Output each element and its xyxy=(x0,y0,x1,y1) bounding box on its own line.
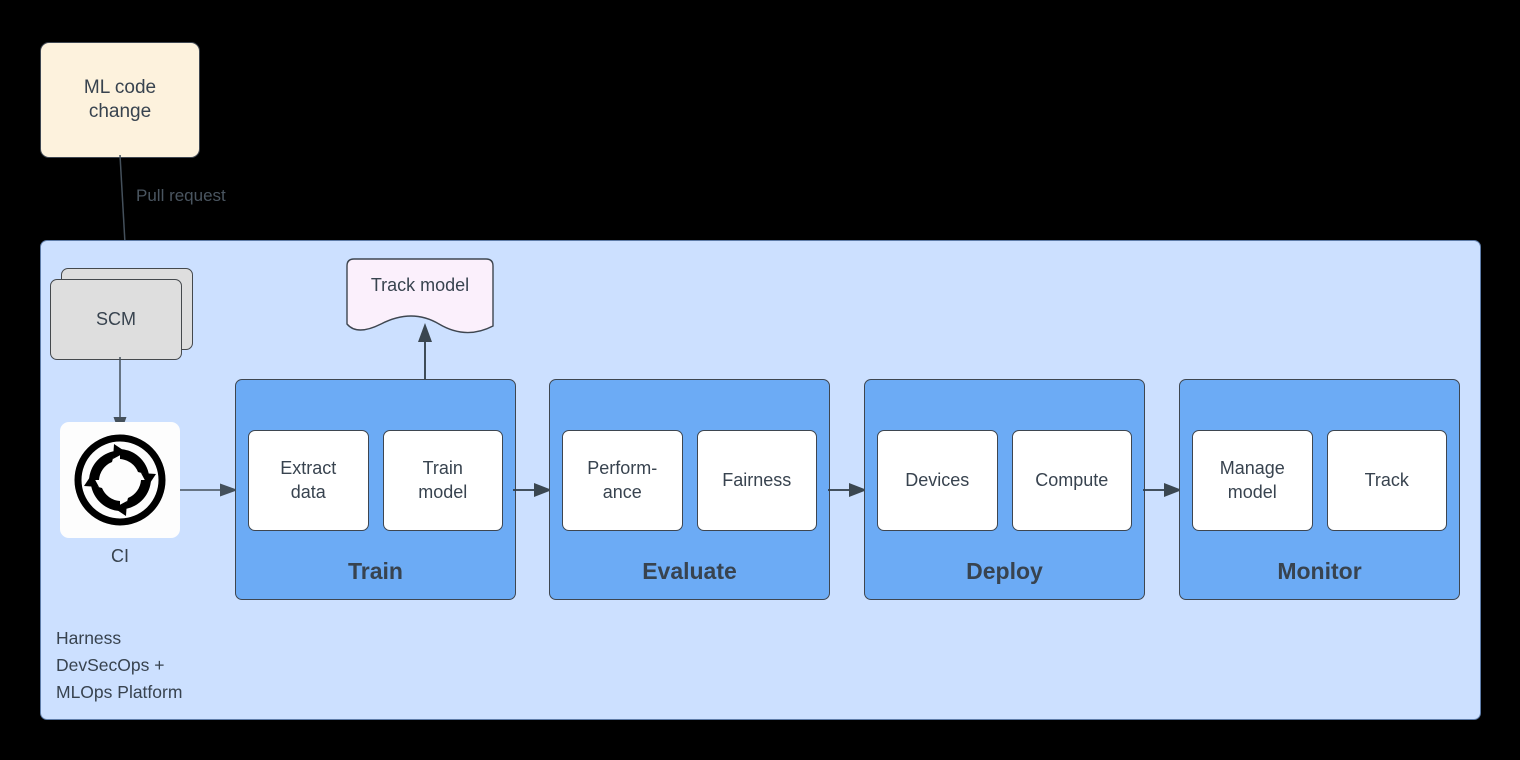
step-devices-label: Devices xyxy=(905,469,970,490)
stage-monitor[interactable]: Manage model Track Monitor xyxy=(1179,379,1460,600)
node-scm[interactable]: SCM xyxy=(50,268,193,360)
node-ci[interactable] xyxy=(60,422,180,538)
step-compute[interactable]: Compute xyxy=(1011,430,1132,531)
step-fairness[interactable]: Fairness xyxy=(696,430,817,531)
step-devices[interactable]: Devices xyxy=(877,430,998,531)
stage-train-steps: Extract data Train model xyxy=(248,430,503,531)
node-scm-label: SCM xyxy=(96,308,136,329)
step-train-model-label: Train model xyxy=(418,458,468,502)
step-track-label: Track xyxy=(1364,469,1409,490)
stage-evaluate-steps: Perform- ance Fairness xyxy=(562,430,817,531)
node-ml-code-change-label: ML code change xyxy=(83,76,157,122)
node-ci-label: CI xyxy=(111,546,129,566)
stage-train-title: Train xyxy=(348,558,403,584)
node-track-model-label: Track model xyxy=(370,275,470,295)
step-track[interactable]: Track xyxy=(1326,430,1447,531)
stage-evaluate[interactable]: Perform- ance Fairness Evaluate xyxy=(549,379,830,600)
step-performance[interactable]: Perform- ance xyxy=(562,430,683,531)
step-fairness-label: Fairness xyxy=(722,469,792,490)
node-track-model[interactable] xyxy=(339,258,501,338)
stage-train[interactable]: Extract data Train model Train xyxy=(235,379,516,600)
edge-train-to-track-model xyxy=(418,323,432,384)
stage-deploy-steps: Devices Compute xyxy=(877,430,1132,531)
stage-deploy[interactable]: Devices Compute Deploy xyxy=(864,379,1145,600)
stage-evaluate-title: Evaluate xyxy=(642,558,737,584)
scm-front-sheet: SCM xyxy=(50,279,182,360)
stage-monitor-steps: Manage model Track xyxy=(1192,430,1447,531)
edge-evaluate-to-deploy xyxy=(828,483,867,497)
stage-monitor-title: Monitor xyxy=(1277,558,1362,584)
edge-train-to-evaluate xyxy=(513,483,552,497)
step-extract-data-label: Extract data xyxy=(280,458,337,502)
platform-caption: Harness DevSecOps + MLOps Platform xyxy=(56,628,183,703)
continuous-integration-loop-icon xyxy=(74,434,166,526)
step-compute-label: Compute xyxy=(1035,469,1109,490)
step-extract-data[interactable]: Extract data xyxy=(248,430,369,531)
edge-label-pull-request: Pull request xyxy=(136,186,226,205)
step-train-model[interactable]: Train model xyxy=(382,430,503,531)
step-performance-label: Perform- ance xyxy=(587,458,658,502)
edge-ci-to-train xyxy=(180,483,238,497)
step-manage-model[interactable]: Manage model xyxy=(1192,430,1313,531)
node-ml-code-change[interactable]: ML code change xyxy=(40,42,200,158)
step-manage-model-label: Manage model xyxy=(1219,458,1285,502)
stage-deploy-title: Deploy xyxy=(966,558,1043,584)
edge-deploy-to-monitor xyxy=(1143,483,1182,497)
